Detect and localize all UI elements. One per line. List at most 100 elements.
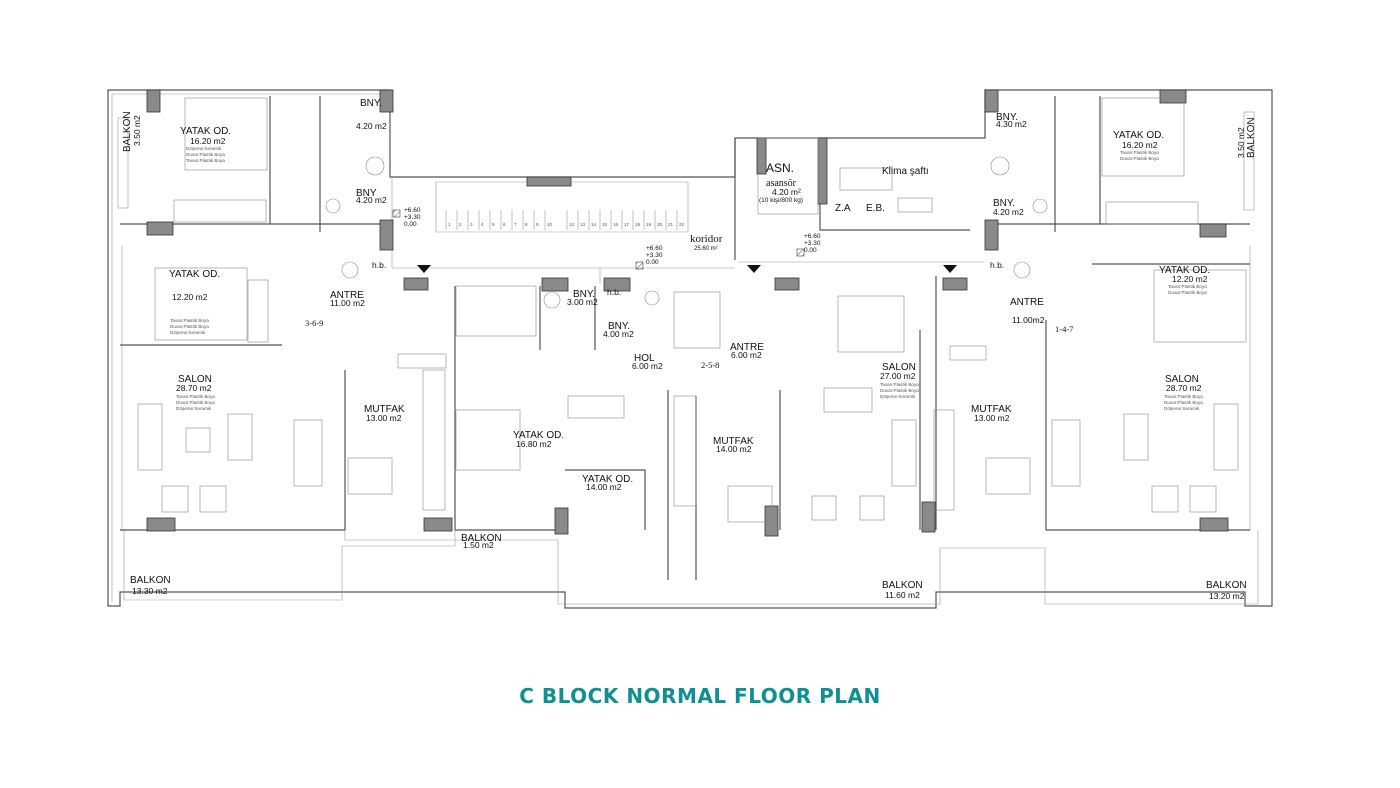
finish-note: Tavan:Plastik Boya xyxy=(1168,284,1207,289)
room-name: ANTRE xyxy=(1010,297,1044,308)
stair-step-number: 3 xyxy=(470,222,473,227)
room-name: Klima şaftı xyxy=(882,166,929,177)
room-area: 12.20 m2 xyxy=(172,292,208,302)
room-area: 27.00 m2 xyxy=(880,371,916,381)
room-labels: BALKON 3.50 m2 YATAK OD. 16.20 m2 BNY. 4… xyxy=(122,98,1257,601)
room-name: BNY. xyxy=(608,321,630,332)
room-area: 11.60 m2 xyxy=(885,590,920,600)
room-name: BNY. xyxy=(360,98,382,109)
stair-step-number: 22 xyxy=(679,222,685,227)
room-area: 28.70 m2 xyxy=(176,383,212,393)
finish-note: Duvar:Plastik Boya xyxy=(176,400,215,405)
room-area: 13.00 m2 xyxy=(974,413,1010,423)
finish-note: Duvar:Plastik Boya xyxy=(880,388,919,393)
level-markers xyxy=(392,209,805,270)
entry-arrows xyxy=(417,265,957,273)
stair-step-number: 17 xyxy=(624,222,630,227)
stair-step-number: 20 xyxy=(657,222,663,227)
finish-note: Tavan:Plastik Boya xyxy=(186,158,225,163)
hb-label: h.b. xyxy=(990,260,1004,270)
stair-step-number: 6 xyxy=(503,222,506,227)
room-name: HOL xyxy=(634,353,655,364)
room-area: 25.60 m² xyxy=(694,246,718,252)
room-name: BALKON xyxy=(1246,117,1257,158)
level-value: 0.00 xyxy=(404,221,417,228)
room-area: 6.00 m2 xyxy=(632,361,663,371)
room-name: SALON xyxy=(882,362,916,373)
finish-note: Duvar:Plastik Boya xyxy=(186,152,225,157)
room-name: YATAK OD. xyxy=(180,126,231,137)
room-name: YATAK OD. xyxy=(169,269,220,280)
unit-number: 2-5-8 xyxy=(701,360,719,370)
room-name: MUTFAK xyxy=(364,404,405,415)
room-name: BALKON xyxy=(122,111,133,152)
room-area: 16.20 m2 xyxy=(190,136,226,146)
finish-note: Tavan:Plastik Boya xyxy=(880,382,919,387)
room-name: YATAK OD. xyxy=(513,430,564,441)
stair-step-number: 5 xyxy=(492,222,495,227)
room-name: ASN. xyxy=(766,161,794,175)
room-area: 16.80 m2 xyxy=(516,439,552,449)
level-value: 0.00 xyxy=(646,259,659,266)
room-area: 1.50 m2 xyxy=(463,540,494,550)
hb-label: h.b. xyxy=(372,260,386,270)
finish-note: Duvar:Plastik Boya xyxy=(1164,400,1203,405)
finish-note: Duvar:Plastik Boya xyxy=(1120,156,1159,161)
stair-step-number: 18 xyxy=(635,222,641,227)
room-area: 14.00 m2 xyxy=(586,482,622,492)
stair-step-number: 15 xyxy=(602,222,608,227)
stair-step-number: 8 xyxy=(525,222,528,227)
room-name: asansör xyxy=(766,178,797,189)
room-name: BNY xyxy=(356,188,377,199)
room-area: 4.00 m2 xyxy=(603,329,634,339)
room-area: 4.20 m2 xyxy=(356,195,387,205)
unit-number: 3-6-9 xyxy=(305,318,323,328)
finish-note: Tavan:Plastik Boya xyxy=(176,394,215,399)
room-area: 6.00 m2 xyxy=(731,350,762,360)
room-name: SALON xyxy=(1165,374,1199,385)
finish-notes: Döşeme:Seramik Duvar:Plastik Boya Tavan:… xyxy=(170,146,1207,411)
room-name: YATAK OD. xyxy=(1159,265,1210,276)
room-area: 13.30 m2 xyxy=(132,586,168,596)
lift-capacity: (10 kişi/800 kg) xyxy=(759,197,803,204)
room-area: 14.00 m2 xyxy=(716,444,752,454)
stair-step-number: 4 xyxy=(481,222,484,227)
page-title: C BLOCK NORMAL FLOOR PLAN xyxy=(519,684,881,708)
finish-note: Döşeme:Seramik xyxy=(880,394,916,399)
finish-note: Tavan:Plastik Boya xyxy=(1120,150,1159,155)
room-name: BALKON xyxy=(1206,580,1247,591)
room-area: 4.20 m2 xyxy=(356,121,387,131)
room-name: MUTFAK xyxy=(971,404,1012,415)
level-value: +6.60 xyxy=(404,207,421,214)
room-name: ANTRE xyxy=(330,290,364,301)
finish-note: Tavan:Plastik Boya xyxy=(1164,394,1203,399)
room-name: BALKON xyxy=(130,575,171,586)
interior-walls xyxy=(120,96,1250,580)
stair-step-number: 7 xyxy=(514,222,517,227)
hb-label: h.b. xyxy=(607,287,621,297)
furniture xyxy=(137,97,1247,523)
finish-note: Döşeme:Seramik xyxy=(176,406,212,411)
unit-number: 1-4-7 xyxy=(1055,324,1073,334)
finish-note: Döşeme:Seramik xyxy=(170,330,206,335)
stair-step-number: 16 xyxy=(613,222,619,227)
room-name: MUTFAK xyxy=(713,436,754,447)
stair-step-number: 21 xyxy=(668,222,674,227)
room-area: 4.30 m2 xyxy=(996,119,1027,129)
room-name: BNY. xyxy=(993,198,1015,209)
level-value: 0.00 xyxy=(804,247,817,254)
room-area: 28.70 m2 xyxy=(1166,383,1202,393)
room-area: 3.50 m2 xyxy=(1236,127,1246,158)
columns xyxy=(146,89,1229,537)
level-value: +3.30 xyxy=(404,214,421,221)
room-name: BALKON xyxy=(461,533,502,544)
stair-step-number: 14 xyxy=(591,222,597,227)
room-name: YATAK OD. xyxy=(582,474,633,485)
stair-step-number: 9 xyxy=(536,222,539,227)
room-area: 13.00 m2 xyxy=(366,413,402,423)
stair-step-number: 10 xyxy=(547,222,553,227)
level-value: +3.30 xyxy=(646,252,663,259)
finish-note: Döşeme:Seramik xyxy=(186,146,222,151)
